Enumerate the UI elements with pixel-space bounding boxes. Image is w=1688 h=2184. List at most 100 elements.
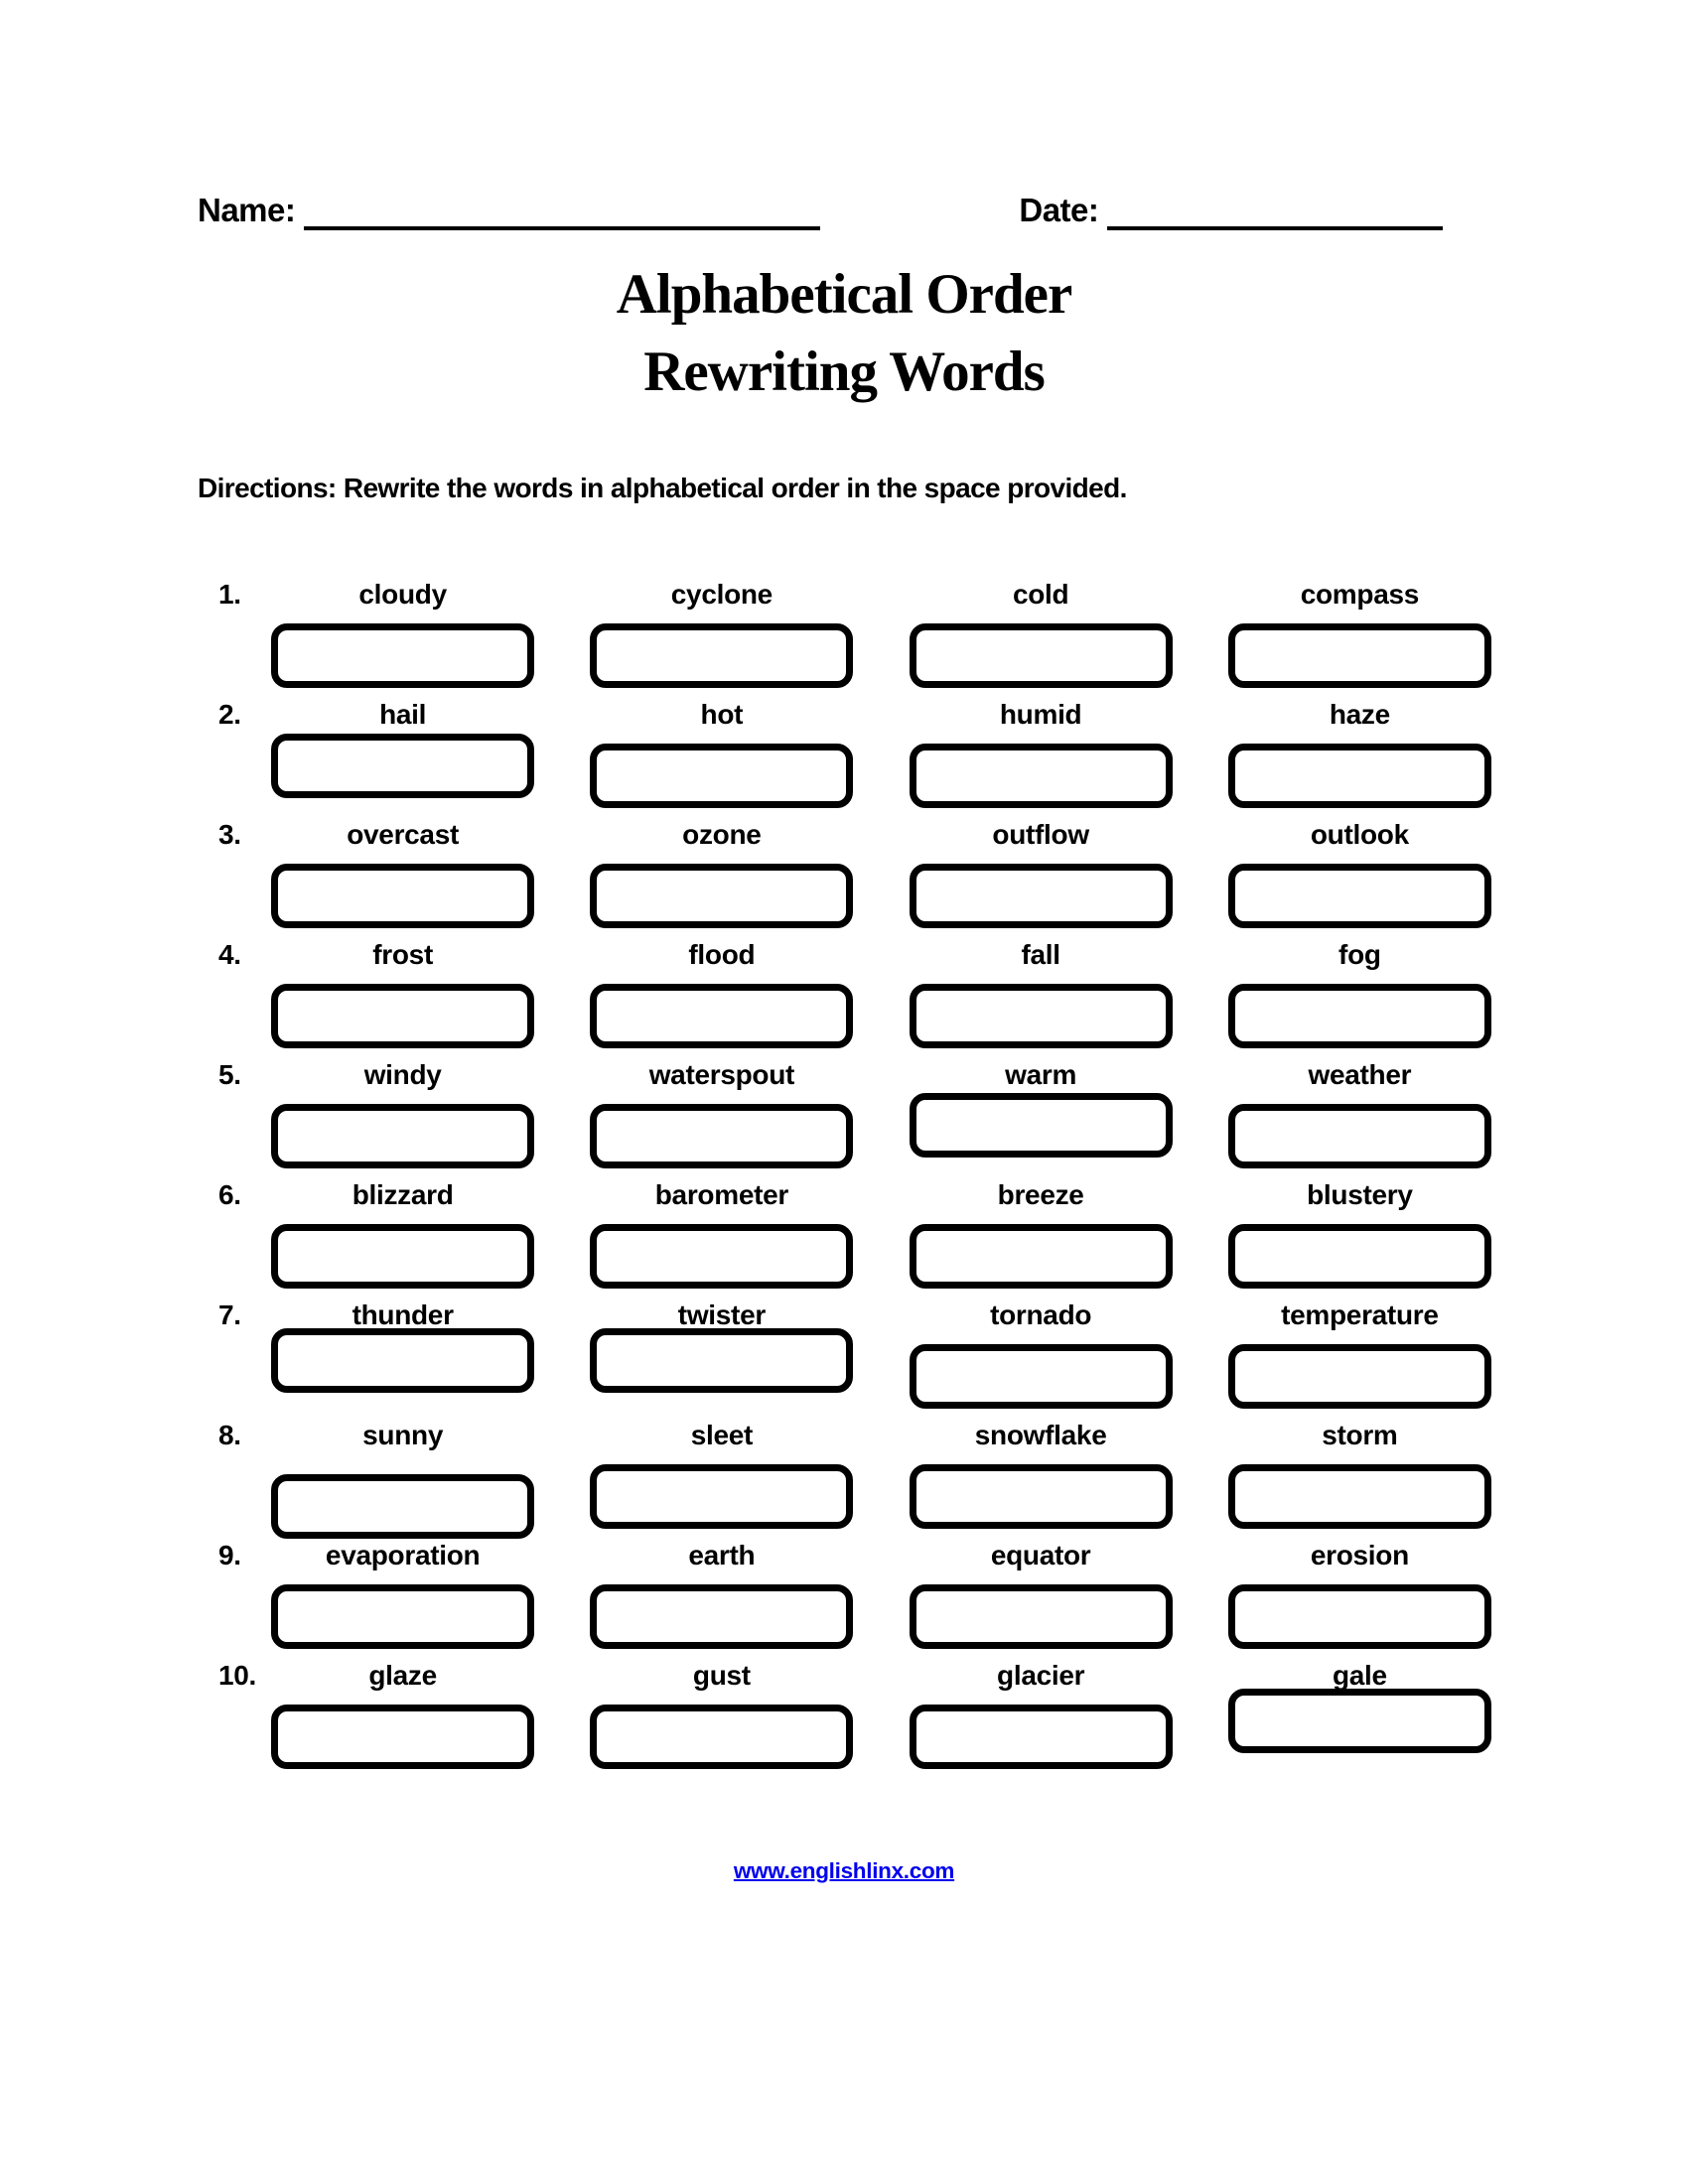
answer-box[interactable] (590, 623, 854, 688)
answer-box[interactable] (590, 1104, 854, 1168)
answer-box[interactable] (271, 984, 535, 1048)
answer-box[interactable] (1227, 744, 1491, 808)
answer-box[interactable] (1227, 1344, 1491, 1409)
answer-box[interactable] (909, 984, 1173, 1048)
word-label: thunder (352, 1299, 454, 1330)
worksheet-row: 10. glaze gust glacier gale (0, 1661, 1688, 1781)
word-label: earth (688, 1540, 756, 1570)
answer-box[interactable] (590, 1464, 854, 1529)
word-cell: gale (1200, 1661, 1519, 1769)
date-write-line[interactable] (1107, 191, 1444, 230)
word-cell: evaporation (243, 1541, 562, 1649)
footer-link[interactable]: www.englishlinx.com (733, 1858, 955, 1883)
answer-box[interactable] (271, 1474, 535, 1539)
answer-box[interactable] (909, 1344, 1173, 1409)
word-label: storm (1322, 1420, 1398, 1450)
answer-box[interactable] (1227, 623, 1491, 688)
worksheet-row: 2. hail hot humid haze (0, 700, 1688, 820)
answer-box[interactable] (1227, 1584, 1491, 1649)
word-cell: frost (243, 940, 562, 1048)
word-cell: storm (1200, 1421, 1519, 1539)
answer-box[interactable] (909, 623, 1173, 688)
answer-box[interactable] (909, 1093, 1173, 1158)
word-cell: cloudy (243, 580, 562, 688)
word-cell: twister (562, 1300, 881, 1409)
word-label: warm (1005, 1059, 1077, 1090)
worksheet-row: 8. sunny sleet snowflake storm (0, 1421, 1688, 1541)
answer-box[interactable] (271, 734, 535, 798)
word-label: equator (990, 1540, 1091, 1570)
name-write-line[interactable] (304, 191, 821, 230)
word-label: weather (1308, 1059, 1412, 1090)
row-cells: blizzard barometer breeze blustery (243, 1180, 1519, 1289)
word-label: erosion (1310, 1540, 1409, 1570)
word-cell: gust (562, 1661, 881, 1769)
word-label: cloudy (358, 579, 447, 610)
word-cell: compass (1200, 580, 1519, 688)
date-label: Date: (1019, 192, 1099, 228)
answer-box[interactable] (271, 1104, 535, 1168)
word-cell: glacier (882, 1661, 1200, 1769)
answer-box[interactable] (1227, 1464, 1491, 1529)
word-label: outflow (992, 819, 1089, 850)
word-cell: tornado (882, 1300, 1200, 1409)
answer-box[interactable] (590, 1584, 854, 1649)
word-cell: sleet (562, 1421, 881, 1539)
word-label: sunny (362, 1420, 444, 1450)
word-label: hot (700, 699, 744, 730)
worksheet-row: 1. cloudy cyclone cold compass (0, 580, 1688, 700)
worksheet-row: 3. overcast ozone outflow outlook (0, 820, 1688, 940)
page-title-line2: Rewriting Words (643, 341, 1046, 403)
row-cells: evaporation earth equator erosion (243, 1541, 1519, 1649)
answer-box[interactable] (590, 984, 854, 1048)
row-number: 10. (218, 1660, 257, 1691)
word-label: compass (1300, 579, 1420, 610)
row-number: 8. (218, 1420, 241, 1450)
word-cell: earth (562, 1541, 881, 1649)
row-number: 1. (218, 579, 241, 610)
row-cells: sunny sleet snowflake storm (243, 1421, 1519, 1539)
answer-box[interactable] (590, 1705, 854, 1769)
answer-box[interactable] (271, 1584, 535, 1649)
answer-box[interactable] (1227, 984, 1491, 1048)
word-cell: blizzard (243, 1180, 562, 1289)
answer-box[interactable] (271, 1224, 535, 1289)
word-label: gale (1332, 1660, 1387, 1691)
answer-box[interactable] (1227, 1224, 1491, 1289)
word-cell: flood (562, 940, 881, 1048)
answer-box[interactable] (1227, 864, 1491, 928)
word-cell: waterspout (562, 1060, 881, 1168)
answer-box[interactable] (590, 864, 854, 928)
answer-box[interactable] (909, 1584, 1173, 1649)
answer-box[interactable] (1227, 1104, 1491, 1168)
answer-box[interactable] (909, 744, 1173, 808)
row-number: 5. (218, 1059, 241, 1090)
word-label: tornado (990, 1299, 1092, 1330)
answer-box[interactable] (590, 1224, 854, 1289)
word-label: blustery (1307, 1179, 1413, 1210)
answer-box[interactable] (271, 623, 535, 688)
answer-box[interactable] (271, 1328, 535, 1393)
word-label: haze (1329, 699, 1390, 730)
word-cell: temperature (1200, 1300, 1519, 1409)
word-cell: ozone (562, 820, 881, 928)
answer-box[interactable] (909, 1224, 1173, 1289)
row-number: 7. (218, 1299, 241, 1330)
answer-box[interactable] (590, 744, 854, 808)
answer-box[interactable] (590, 1328, 854, 1393)
answer-box[interactable] (271, 864, 535, 928)
row-number: 2. (218, 699, 241, 730)
row-cells: thunder twister tornado temperature (243, 1300, 1519, 1409)
answer-box[interactable] (271, 1705, 535, 1769)
answer-box[interactable] (909, 1705, 1173, 1769)
word-label: ozone (682, 819, 762, 850)
word-cell: fog (1200, 940, 1519, 1048)
answer-box[interactable] (1227, 1689, 1491, 1753)
word-label: fall (1021, 939, 1060, 970)
word-label: windy (363, 1059, 442, 1090)
answer-box[interactable] (909, 864, 1173, 928)
row-number: 4. (218, 939, 241, 970)
word-label: waterspout (648, 1059, 795, 1090)
answer-box[interactable] (909, 1464, 1173, 1529)
